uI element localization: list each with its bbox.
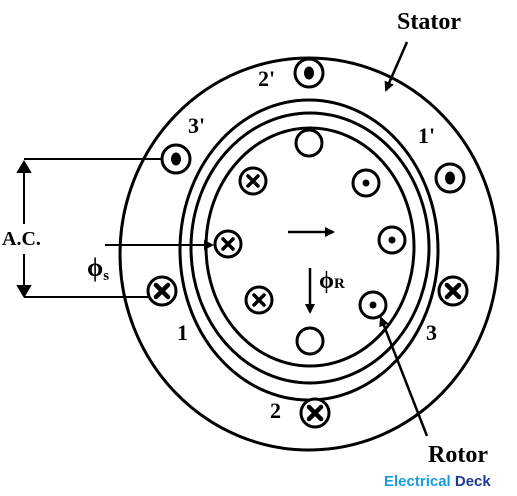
rotor-conductor-right (377, 225, 407, 255)
stator-conductor-1 (146, 275, 178, 307)
ac-label: A.C. (2, 228, 41, 250)
stator-conductor-1p (434, 162, 466, 194)
watermark: Electrical Deck (384, 473, 491, 490)
rotor-outer-ring (189, 111, 431, 385)
coil-label-3p: 3' (188, 113, 205, 138)
rotor-conductor-upper-right (351, 168, 381, 198)
rotor-conductor-left (213, 229, 243, 259)
phi-r-label: ϕR (319, 268, 345, 294)
rotor-conductor-upper-left (238, 166, 268, 196)
coil-label-3: 3 (426, 320, 437, 345)
stator-label: Stator (397, 9, 461, 35)
stator-conductor-3 (437, 275, 469, 307)
coil-label-1: 1 (177, 320, 188, 345)
watermark-part2: Deck (451, 473, 492, 490)
stator-conductor-2 (299, 397, 331, 429)
phi-s-label: ϕs (87, 253, 109, 284)
phi-s-subscript: s (103, 268, 109, 284)
rotor-slot-empty-bottom (295, 326, 325, 356)
rotor-label: Rotor (428, 442, 488, 468)
rotor-conductor-lower-left (244, 285, 274, 315)
rotor-slot-empty-top (294, 128, 324, 158)
watermark-part1: Electrical (384, 473, 451, 490)
coil-label-2: 2 (270, 398, 281, 423)
coil-label-2p: 2' (258, 66, 275, 91)
stator-outer-ring (118, 56, 500, 452)
ac-supply-bracket (16, 158, 162, 298)
rotor-conductor-lower-right (358, 290, 388, 320)
rotor-pointer-arrow (379, 316, 429, 437)
stator-conductor-3p (160, 143, 192, 175)
phi-r-subscript: R (334, 276, 345, 292)
stator-conductor-2p (293, 57, 325, 89)
coil-label-1p: 1' (418, 123, 435, 148)
stator-pointer-arrow (384, 41, 409, 92)
